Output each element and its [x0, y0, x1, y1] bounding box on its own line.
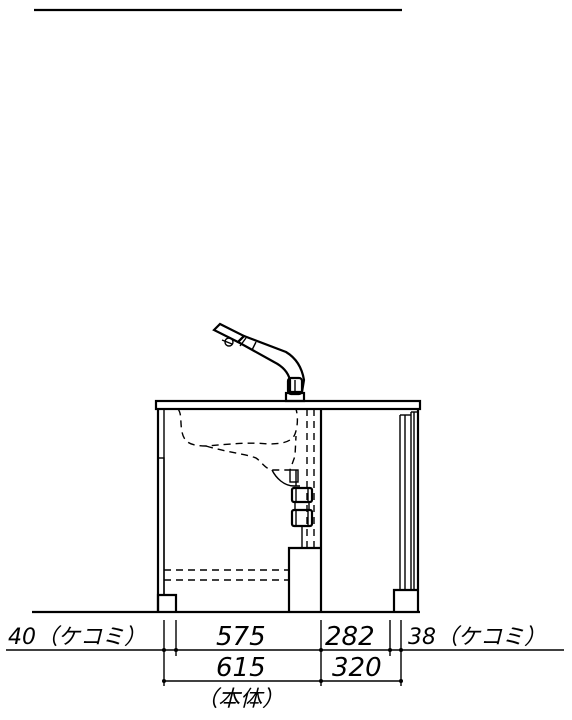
cabinet-body: [156, 409, 420, 612]
dim-left-kick: 40（ケコミ）: [8, 625, 146, 650]
faucet: [212, 322, 306, 403]
hidden-lines: [164, 409, 315, 581]
dimension-lines: [6, 620, 564, 686]
dim-body-right-bottom: 320: [332, 653, 382, 683]
dim-right-kick: 38（ケコミ）: [408, 625, 546, 650]
drain-trap: [271, 469, 314, 548]
dim-body-label: （本体）: [196, 687, 284, 712]
right-door-panels: [399, 411, 418, 591]
dim-body-total: 615: [216, 653, 266, 683]
sink-bowl: [177, 408, 299, 471]
countertop: [154, 399, 422, 411]
dim-body-right-top: 282: [325, 622, 375, 652]
dim-body-left: 575: [216, 622, 266, 652]
